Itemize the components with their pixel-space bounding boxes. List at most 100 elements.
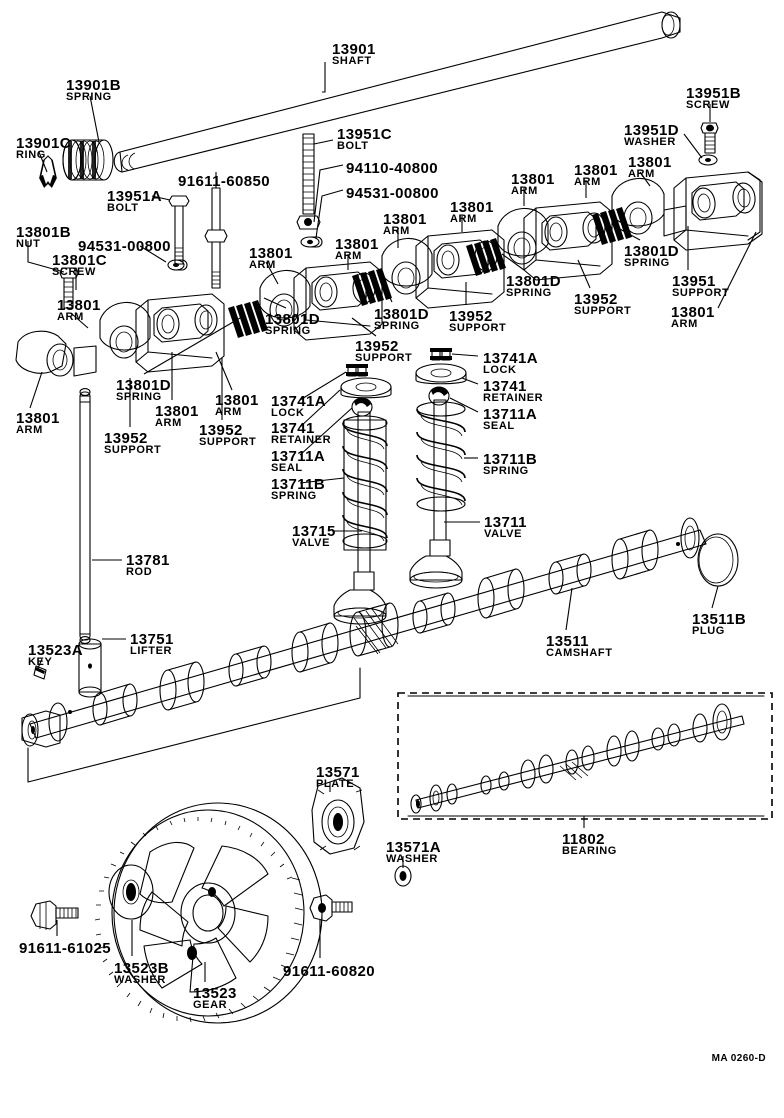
support-bolt-c-art xyxy=(296,133,321,230)
callout-part-name: SPRING xyxy=(374,320,420,332)
support-bolt-a-art xyxy=(168,195,190,265)
callout-part-number: 13801 xyxy=(628,154,672,171)
gasket-94531-left-art xyxy=(167,259,188,271)
callout-part-number: 13715 xyxy=(292,523,336,540)
callout-part-name: ARM xyxy=(574,176,601,188)
support-washer-d-art xyxy=(698,154,718,166)
callout-part-name: SPRING xyxy=(483,465,529,477)
callout-part-name: ARM xyxy=(511,185,538,197)
callout-part-number: 13952 xyxy=(449,308,493,325)
callout-94531-00800: 94531-00800 xyxy=(346,186,439,201)
callout-part-name: ARM xyxy=(450,213,477,225)
callout-part-name: PLUG xyxy=(692,625,725,637)
callout-part-number: 13571A xyxy=(386,839,441,856)
callout-part-name: ARM xyxy=(335,250,362,262)
callout-part-number: 13511B xyxy=(692,611,747,628)
callout-part-number: 94531-00800 xyxy=(346,185,439,202)
callout-part-name: ARM xyxy=(671,318,698,330)
callout-part-number: 13801D xyxy=(374,306,429,323)
gear-washer-art xyxy=(108,864,154,920)
callout-part-number: 13801 xyxy=(335,236,379,253)
rocker-arm-assembly-art xyxy=(15,171,763,377)
callout-part-number: 94110-40800 xyxy=(346,160,438,177)
valve-lifter-art xyxy=(78,638,102,698)
callout-part-number: 13801 xyxy=(16,410,60,427)
callout-part-number: 13741A xyxy=(271,393,326,410)
callout-part-name: SUPPORT xyxy=(672,287,730,299)
callout-part-number: 13781 xyxy=(126,552,170,569)
callout-part-name: SPRING xyxy=(624,257,670,269)
callout-part-number: 13801 xyxy=(511,171,555,188)
callout-part-name: LOCK xyxy=(271,407,305,419)
bolt-91611-60820-art xyxy=(309,894,353,922)
rocker-spring-4 xyxy=(466,238,506,276)
callout-part-name: BOLT xyxy=(337,140,369,152)
callout-part-name: PLATE xyxy=(316,778,355,790)
callout-part-name: RETAINER xyxy=(271,434,332,446)
support-block-1 xyxy=(135,293,225,373)
callout-94531-00800: 94531-00800 xyxy=(78,239,171,254)
callout-part-number: 13801B xyxy=(16,224,71,241)
callout-part-name: SPRING xyxy=(506,287,552,299)
callout-part-number: 13801 xyxy=(57,297,101,314)
rocker-arm-4 xyxy=(381,237,433,295)
valve-spring-left xyxy=(342,415,388,551)
snap-ring-art xyxy=(39,155,57,188)
camshaft-art xyxy=(21,517,707,748)
callout-part-number: 91611-61025 xyxy=(19,940,111,957)
callout-part-number: 13741 xyxy=(271,420,315,437)
callout-part-name: ARM xyxy=(16,424,43,436)
callout-part-name: SEAL xyxy=(271,462,303,474)
callout-part-name: GEAR xyxy=(193,999,228,1011)
callout-part-name: BOLT xyxy=(107,202,139,214)
camshaft-key-art xyxy=(33,665,47,680)
callout-part-name: SPRING xyxy=(116,391,162,403)
callout-part-number: 13952 xyxy=(574,291,618,308)
callout-part-name: SCREW xyxy=(686,99,730,111)
push-rod-art xyxy=(79,388,91,644)
callout-part-name: BEARING xyxy=(562,845,617,857)
callout-part-number: 13741A xyxy=(483,350,538,367)
rocker-arm-5 xyxy=(497,207,549,265)
callout-part-name: SPRING xyxy=(271,490,317,502)
callout-part-number: 13711B xyxy=(483,451,538,468)
callout-94110-40800: 94110-40800 xyxy=(346,161,438,176)
callout-part-name: SPRING xyxy=(265,325,311,337)
callout-part-name: SEAL xyxy=(483,420,515,432)
valve-spring-right xyxy=(416,401,466,512)
callout-part-name: WASHER xyxy=(114,974,166,986)
callout-part-number: 13711A xyxy=(483,406,538,423)
callout-part-name: SUPPORT xyxy=(574,305,632,317)
callout-part-name: ARM xyxy=(249,259,276,271)
callout-part-number: 13952 xyxy=(355,338,399,355)
callout-part-number: 13741 xyxy=(483,378,527,395)
valve-assembly-left-art xyxy=(333,364,392,625)
assembly-bracket-left xyxy=(27,667,361,783)
callout-part-number: 13951B xyxy=(686,85,741,102)
